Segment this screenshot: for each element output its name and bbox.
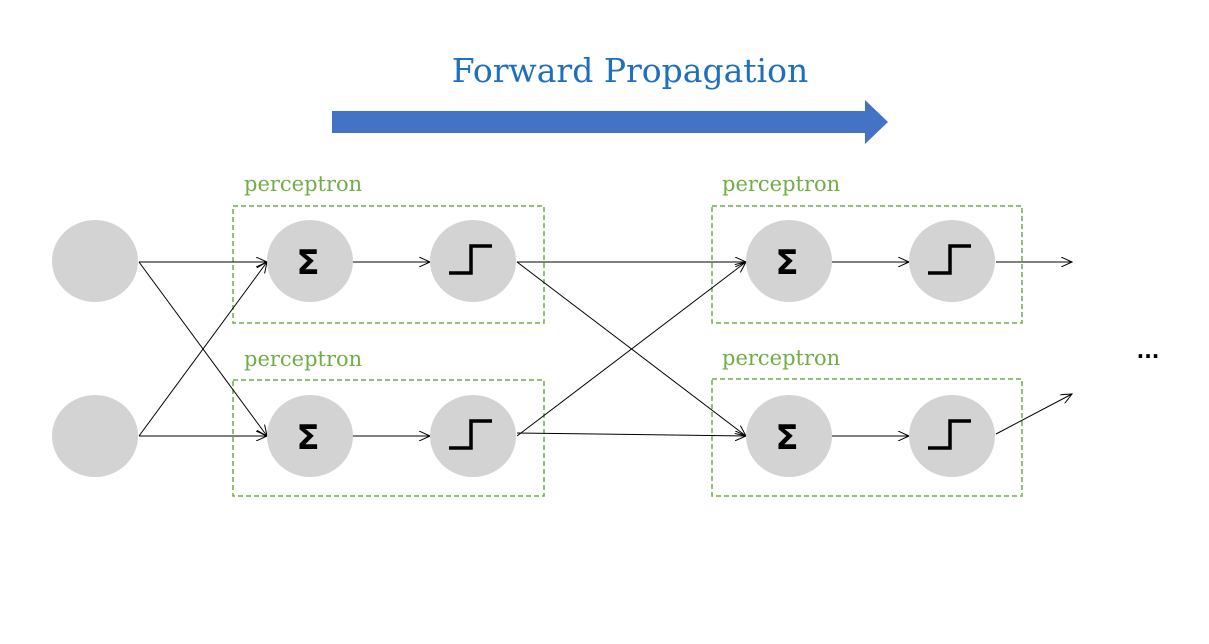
step-function-icon [449, 419, 492, 450]
sigma-icon: Σ [775, 418, 798, 458]
edge [516, 262, 746, 437]
activation-node [430, 395, 516, 477]
perceptron-box [711, 205, 1023, 324]
perceptron-box [232, 205, 545, 324]
sigma-icon: Σ [775, 243, 798, 283]
step-function-icon [928, 244, 971, 275]
sum-node: Σ [746, 395, 832, 477]
perceptron-label: perceptron [722, 346, 840, 370]
edge [995, 394, 1072, 435]
activation-node [909, 220, 995, 302]
sigma-icon: Σ [296, 418, 319, 458]
edge [138, 262, 267, 437]
diagram-title: Forward Propagation [452, 51, 808, 90]
connections [138, 262, 1072, 437]
input-node [52, 220, 138, 302]
activation-node [430, 220, 516, 302]
perceptron-box [711, 378, 1023, 497]
sigma-icon: Σ [296, 243, 319, 283]
perceptron-label: perceptron [244, 347, 362, 371]
perceptron-label: perceptron [722, 172, 840, 196]
step-function-icon [928, 419, 971, 450]
sum-node: Σ [746, 220, 832, 302]
edge [516, 433, 746, 436]
step-function-icon [449, 244, 492, 275]
forward-arrow [332, 100, 888, 144]
sum-node: Σ [267, 395, 353, 477]
input-node [52, 395, 138, 477]
perceptron-label: perceptron [244, 172, 362, 196]
activation-node [909, 395, 995, 477]
continuation-ellipsis: ... [1137, 339, 1160, 363]
sum-node: Σ [267, 220, 353, 302]
perceptron-box [232, 379, 545, 497]
